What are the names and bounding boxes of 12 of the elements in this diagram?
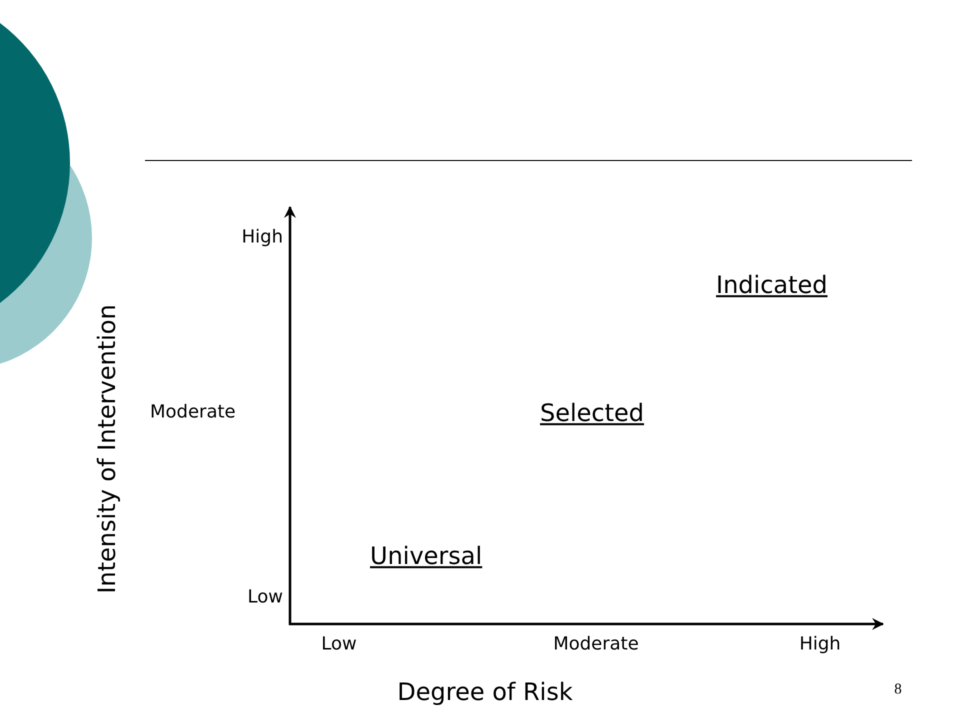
axis-tick-label: Low: [321, 634, 357, 656]
category-label: Universal: [370, 543, 482, 571]
axis-tick-label: High: [242, 228, 283, 248]
axis-tick-label: High: [799, 634, 841, 656]
page-number: 8: [894, 681, 902, 699]
axis-tick-label: Moderate: [150, 402, 236, 424]
category-label: Selected: [540, 400, 644, 428]
axis-title: Intensity of Intervention: [94, 304, 122, 594]
category-label: Indicated: [716, 272, 828, 300]
axis-tick-label: Moderate: [553, 634, 639, 656]
axis-title: Degree of Risk: [397, 679, 573, 707]
axis-tick-label: Low: [248, 588, 283, 608]
